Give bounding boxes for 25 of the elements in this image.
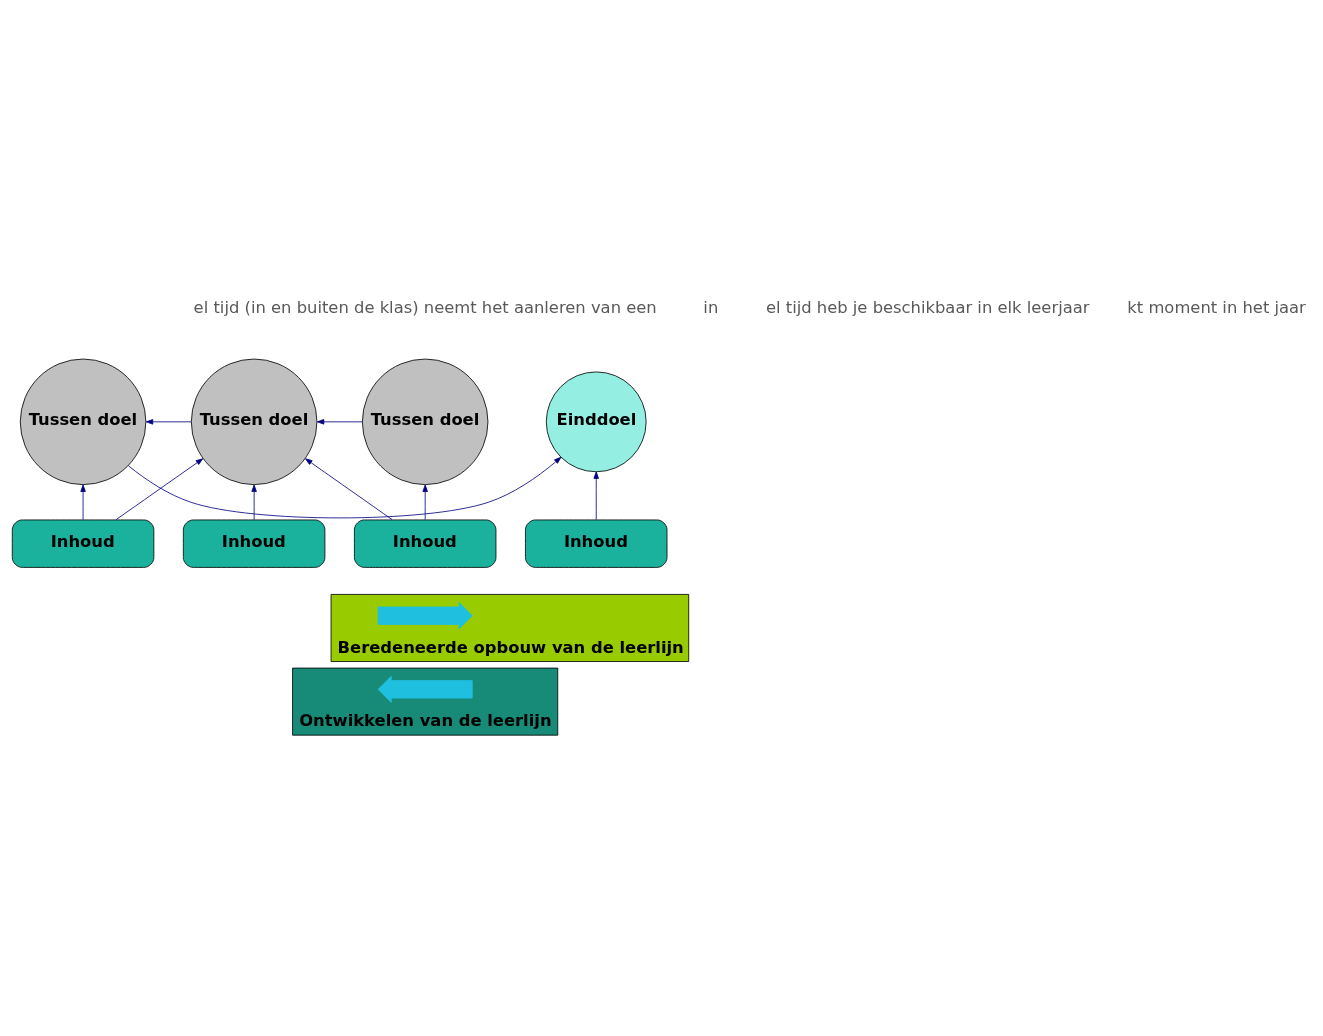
arrow — [128, 456, 562, 519]
arrow — [593, 471, 599, 521]
label: kt moment in het jaar — [1127, 298, 1306, 318]
node-circle: Tussen doel — [190, 358, 318, 486]
node-circle: Tussen doel — [361, 358, 489, 486]
node-box: Inhoud — [182, 519, 326, 568]
label: in — [703, 298, 719, 318]
label: el tijd (in en buiten de klas) neemt het aanleren van een — [193, 298, 657, 318]
cluster: Beredeneerde opbouw van de leerlijn — [330, 594, 690, 662]
arrow — [251, 484, 257, 521]
node-arrow — [377, 675, 473, 703]
arrow — [422, 484, 428, 521]
node-box: Inhoud — [11, 519, 155, 568]
arrow — [305, 458, 393, 521]
arrow — [145, 419, 192, 425]
arrow — [316, 419, 363, 425]
arrow — [115, 458, 204, 521]
node-box: Inhoud — [525, 519, 668, 568]
arrow — [80, 484, 86, 521]
node-arrow — [377, 602, 473, 630]
node-circle: Tussen doel — [19, 358, 147, 486]
node-circle: Einddoel — [545, 371, 647, 473]
label: el tijd heb je beschikbaar in elk leerjaar — [765, 298, 1090, 318]
cluster: Ontwikkelen van de leerlijn — [292, 667, 559, 736]
node-box: Inhoud — [353, 519, 497, 568]
